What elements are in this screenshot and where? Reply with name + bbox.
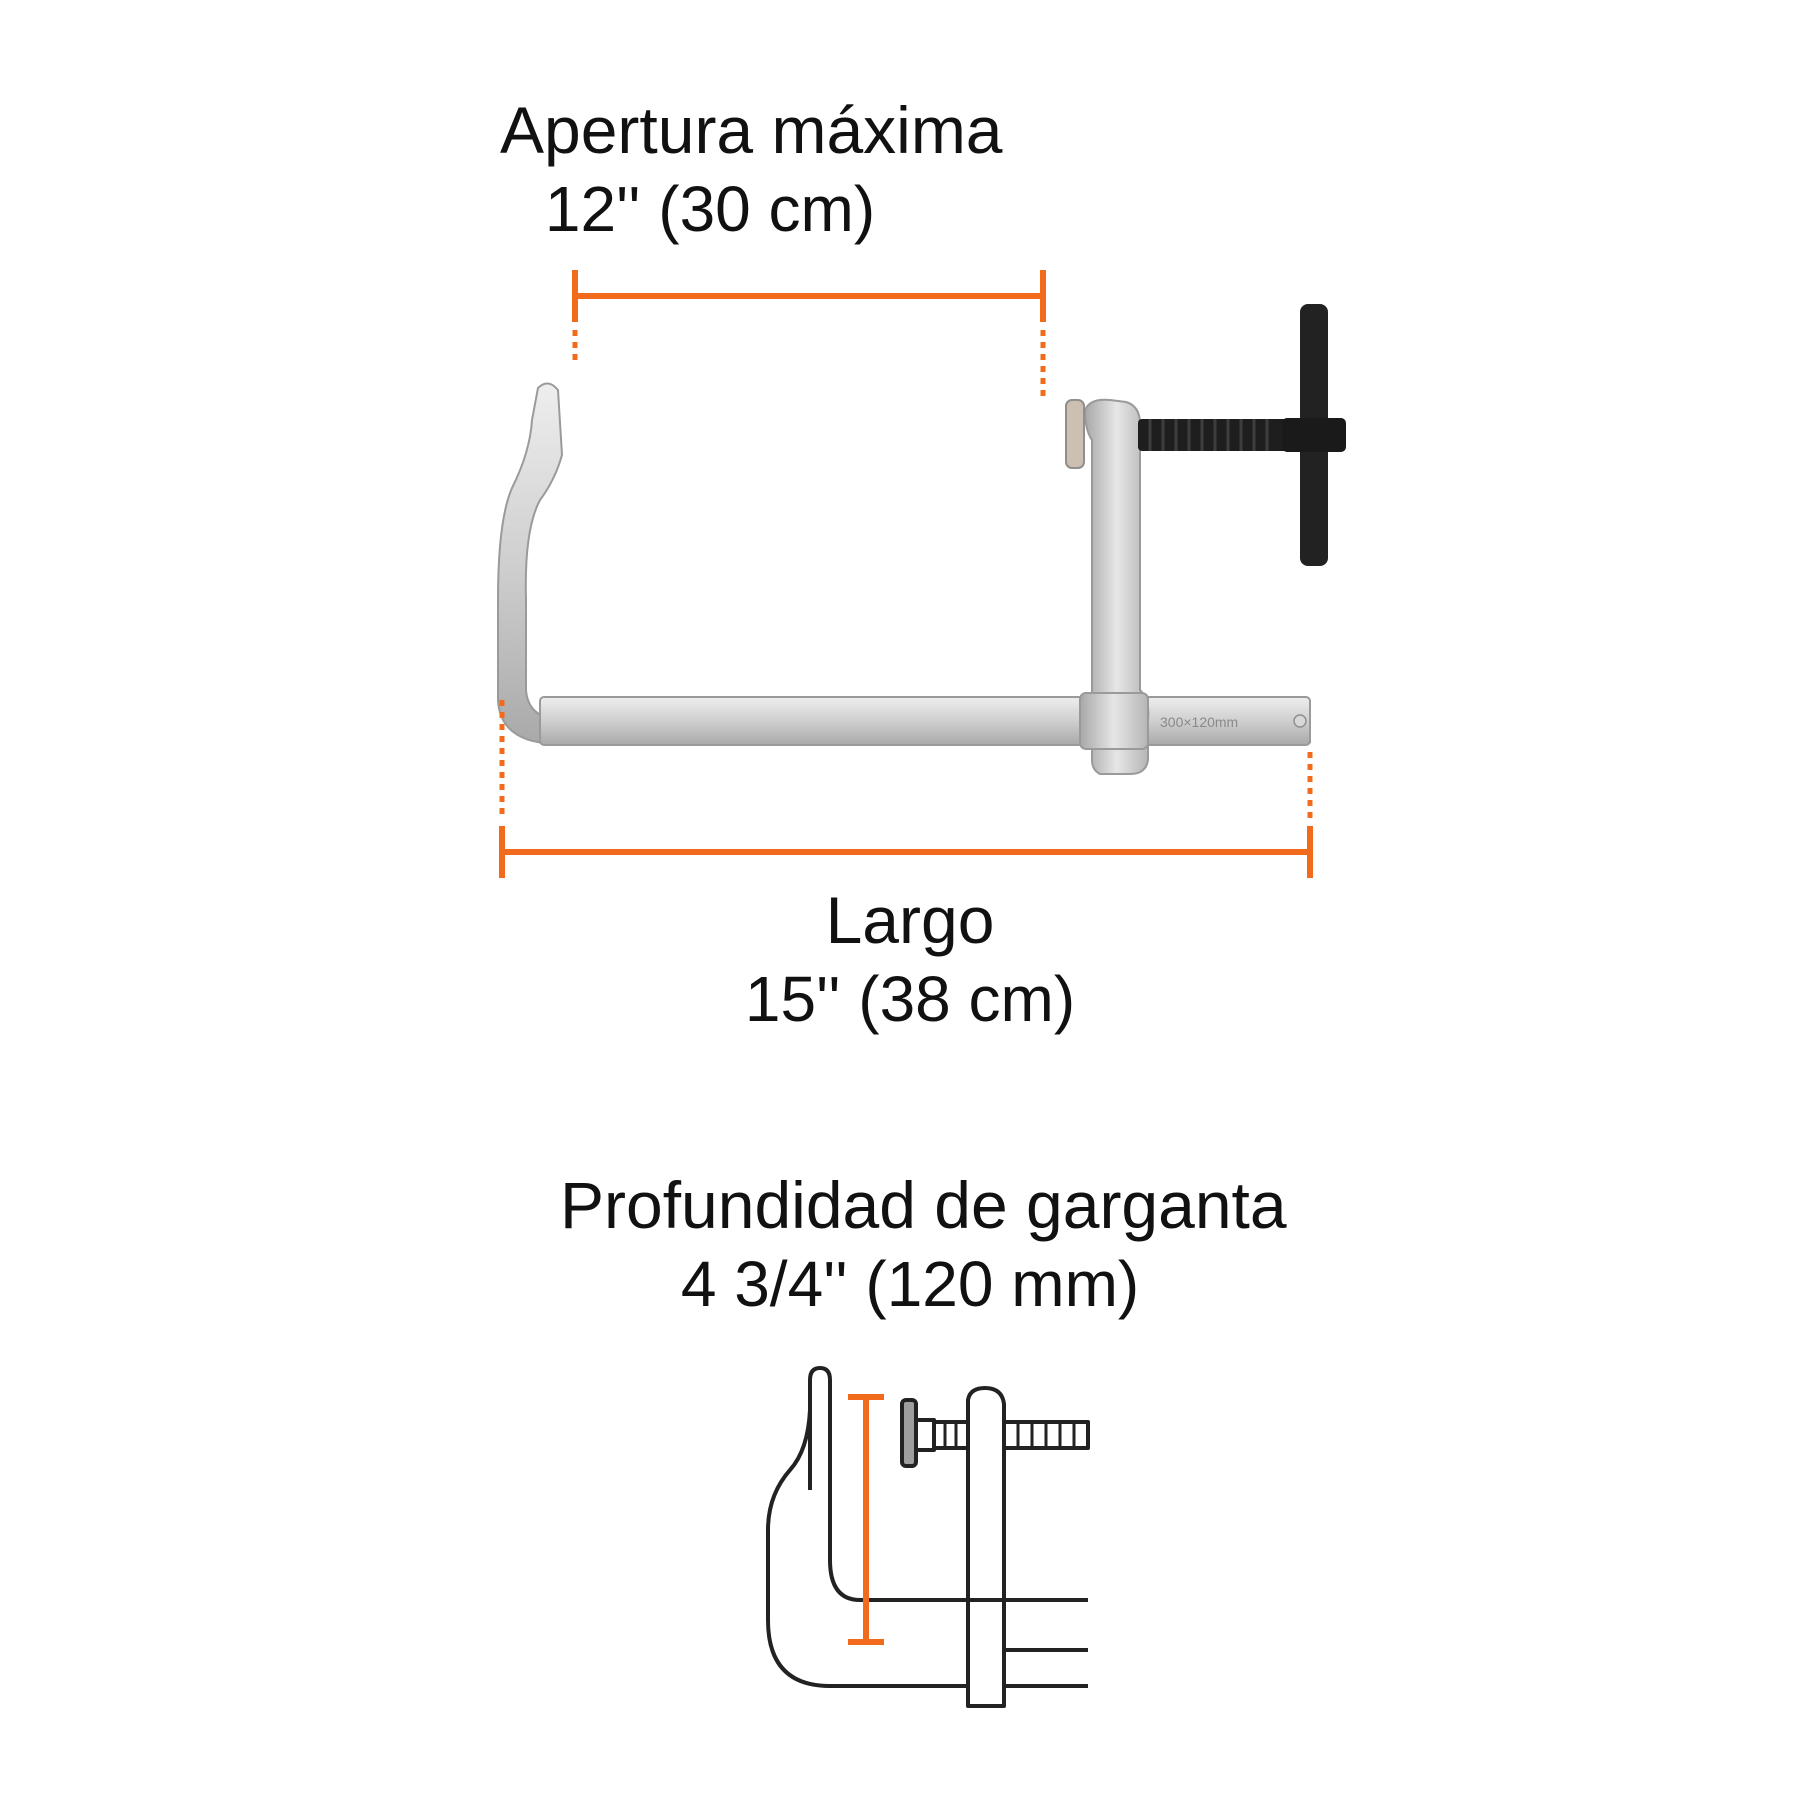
length-title: Largo	[825, 883, 995, 957]
throat-screw-threads	[943, 1422, 1076, 1448]
length-dimension	[499, 700, 1313, 878]
clamp-illustration: 300×120mm	[497, 304, 1346, 775]
throat-swivel-pad	[900, 1398, 918, 1468]
length-label: Largo 15'' (38 cm)	[660, 880, 1160, 1038]
throat-label: Profundidad de garganta 4 3/4'' (120 mm)	[560, 1165, 1287, 1323]
opening-value: 12'' (30 cm)	[544, 173, 876, 245]
screw-threads	[1148, 419, 1269, 451]
throat-title: Profundidad de garganta	[560, 1168, 1287, 1242]
length-value: 15'' (38 cm)	[744, 963, 1076, 1035]
throat-fixed-jaw-outer	[766, 1409, 968, 1688]
opening-title: Apertura máxima	[500, 93, 1003, 167]
swivel-pad	[1065, 399, 1085, 469]
throat-sliding-jaw	[966, 1386, 1006, 1708]
bar-marking: 300×120mm	[1160, 714, 1238, 730]
throat-dimension	[848, 1394, 884, 1645]
throat-swivel-neck	[914, 1418, 936, 1452]
bar-rivet	[1293, 714, 1307, 728]
opening-label: Apertura máxima 12'' (30 cm)	[500, 90, 1003, 248]
throat-screw-left	[932, 1420, 970, 1450]
throat-value: 4 3/4'' (120 mm)	[680, 1248, 1140, 1320]
t-handle-hub	[1282, 418, 1346, 452]
sliding-jaw-collar	[1079, 692, 1149, 750]
throat-diagram	[766, 1366, 1090, 1708]
throat-fixed-jaw	[808, 1366, 1088, 1602]
opening-dimension	[572, 270, 1046, 398]
